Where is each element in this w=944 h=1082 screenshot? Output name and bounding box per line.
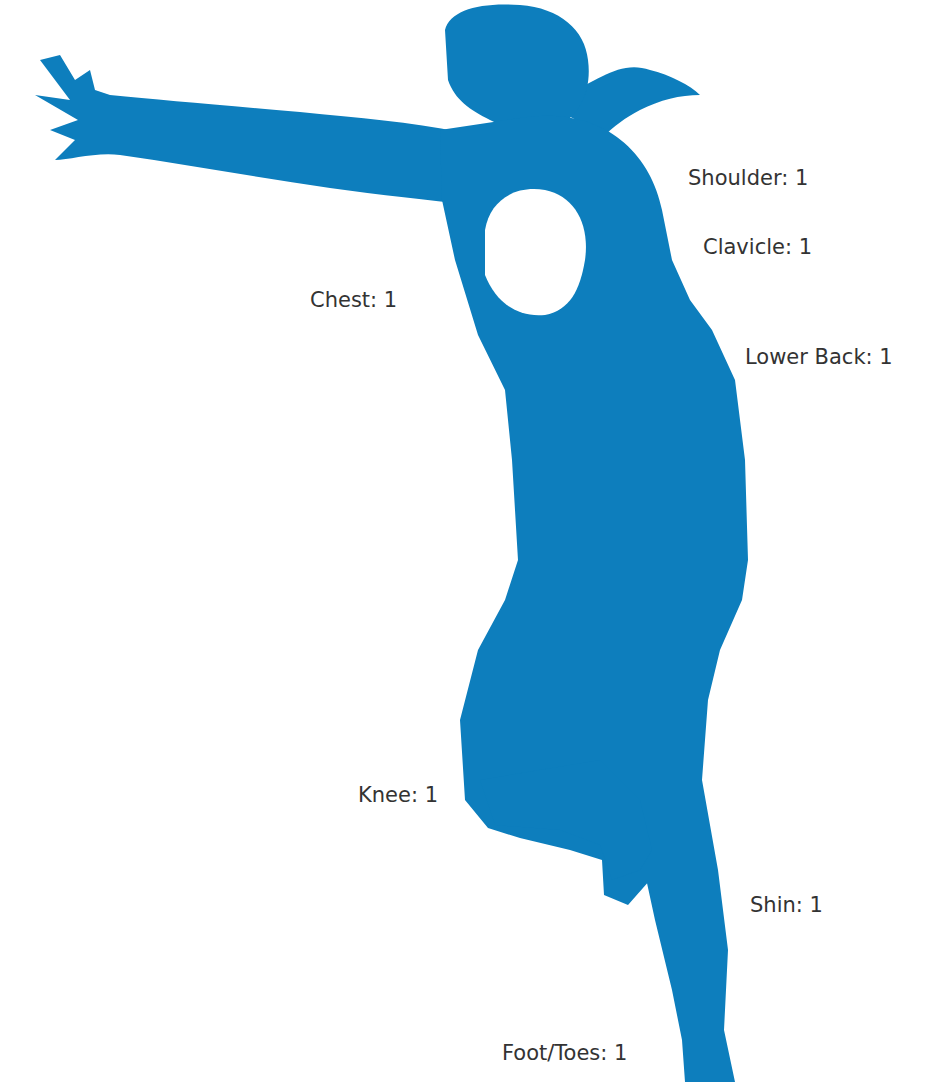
arm <box>35 55 470 205</box>
body-part-label: Shin: 1 <box>750 895 823 916</box>
body-part-label: Lower Back: 1 <box>745 347 893 368</box>
body-part-label: Chest: 1 <box>310 290 397 311</box>
arm-gap <box>485 189 586 315</box>
body-part-label: Clavicle: 1 <box>703 237 812 258</box>
body <box>440 116 748 1082</box>
body-part-label: Knee: 1 <box>358 785 438 806</box>
bent-leg <box>480 760 652 880</box>
body-part-label: Foot/Toes: 1 <box>502 1043 627 1064</box>
body-part-label: Shoulder: 1 <box>688 168 808 189</box>
head <box>445 4 589 130</box>
